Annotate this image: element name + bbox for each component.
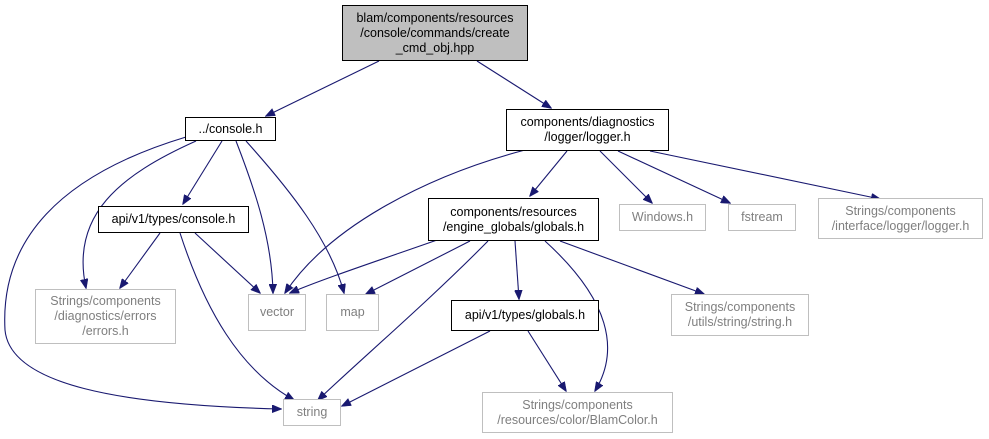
edge-engine-globals-h-to-strings-string-h bbox=[559, 240, 704, 294]
node-strings-string-h[interactable]: Strings/components /utils/string/string.… bbox=[671, 294, 809, 336]
edge-engine-globals-h-to-map bbox=[366, 240, 471, 294]
node-console-h[interactable]: ../console.h bbox=[185, 117, 276, 141]
node-blamcolor-h[interactable]: Strings/components /resources/color/Blam… bbox=[482, 392, 673, 433]
edge-logger-h-to-fstream bbox=[617, 150, 730, 203]
edge-api-console-h-to-string bbox=[179, 232, 294, 400]
edge-engine-globals-h-to-string bbox=[318, 240, 489, 400]
edge-root-to-console-h bbox=[266, 60, 380, 116]
node-api-console-h[interactable]: api/v1/types/console.h bbox=[98, 206, 249, 233]
edge-logger-h-to-strings-logger-h bbox=[649, 150, 880, 199]
edge-logger-h-to-vector bbox=[285, 149, 526, 293]
edge-root-to-logger-h bbox=[476, 60, 551, 108]
node-create-cmd-obj-hpp[interactable]: blam/components/resources /console/comma… bbox=[342, 5, 528, 61]
edge-console-h-to-vector bbox=[235, 140, 273, 293]
node-windows-h[interactable]: Windows.h bbox=[619, 204, 706, 231]
edge-console-h-to-string bbox=[4, 136, 281, 409]
node-vector[interactable]: vector bbox=[248, 294, 306, 331]
edge-api-globals-h-to-blamcolor-h bbox=[527, 330, 566, 391]
edge-console-h-to-api-console-h bbox=[183, 140, 223, 204]
node-api-globals-h[interactable]: api/v1/types/globals.h bbox=[451, 300, 599, 331]
edge-logger-h-to-engine-globals-h bbox=[530, 150, 568, 196]
node-logger-h[interactable]: components/diagnostics /logger/logger.h bbox=[506, 109, 669, 151]
edge-console-h-to-errors-h bbox=[83, 140, 197, 288]
node-strings-logger-h[interactable]: Strings/components /interface/logger/log… bbox=[818, 198, 983, 239]
node-fstream[interactable]: fstream bbox=[728, 204, 796, 231]
node-strings-errors-h[interactable]: Strings/components /diagnostics/errors /… bbox=[35, 289, 176, 344]
edge-api-globals-h-to-string bbox=[342, 330, 491, 406]
edge-api-console-h-to-vector bbox=[194, 232, 260, 293]
node-engine-globals-h[interactable]: components/resources /engine_globals/glo… bbox=[428, 198, 599, 241]
edge-engine-globals-h-to-vector bbox=[290, 238, 441, 293]
edge-console-h-to-map bbox=[245, 140, 344, 293]
edge-engine-globals-h-to-blamcolor-h bbox=[544, 240, 609, 391]
node-map[interactable]: map bbox=[326, 294, 379, 331]
edge-logger-h-to-windows-h bbox=[599, 150, 652, 203]
node-string[interactable]: string bbox=[283, 399, 341, 426]
edge-api-console-h-to-errors-h bbox=[120, 232, 161, 288]
edge-engine-globals-h-to-api-globals-h bbox=[515, 240, 519, 299]
